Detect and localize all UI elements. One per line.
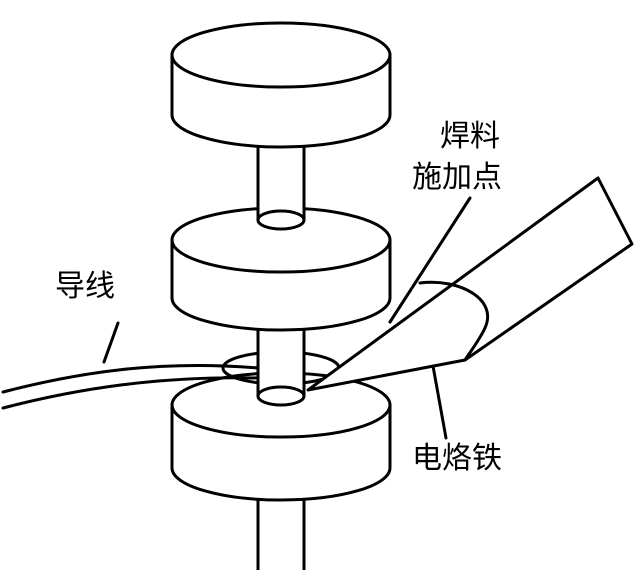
solder-point-label-line1: 焊料 xyxy=(440,119,500,154)
solder-point-leader-line xyxy=(388,196,472,324)
iron-leader-line xyxy=(431,364,448,440)
wire-leader-line xyxy=(102,321,120,364)
top-disc xyxy=(170,21,392,149)
wire-label: 导线 xyxy=(55,269,115,304)
iron-label: 电烙铁 xyxy=(412,441,502,476)
middle-disc xyxy=(170,206,392,332)
upper-shaft xyxy=(256,138,306,231)
solder-point-label-line2: 施加点 xyxy=(412,160,502,195)
wire xyxy=(1,364,260,410)
soldering-iron xyxy=(306,176,634,392)
